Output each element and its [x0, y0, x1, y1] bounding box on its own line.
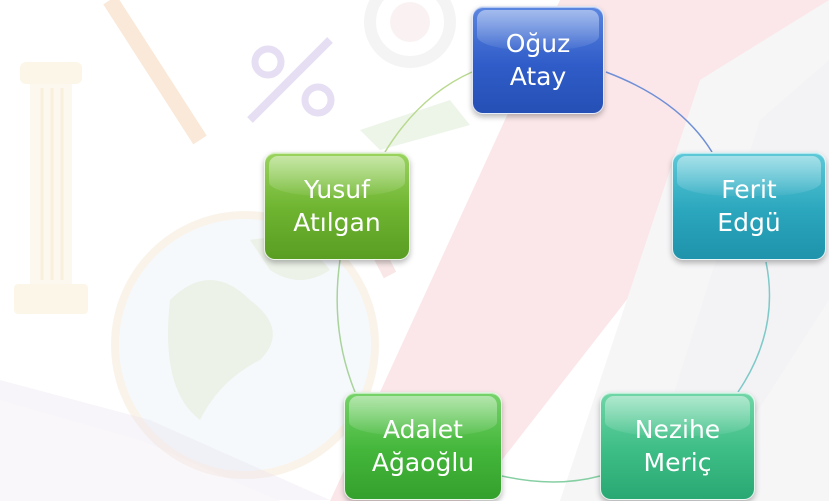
- percent-icon: [247, 37, 335, 123]
- node-label-line1: Ferit: [721, 175, 777, 204]
- node-label-line2: Meriç: [643, 448, 712, 477]
- node-label-line2: Ağaoğlu: [371, 448, 475, 477]
- node-label-line1: Nezihe: [634, 415, 721, 444]
- cycle-ring: [336, 71, 771, 483]
- node-label-line1: Yusuf: [304, 175, 370, 204]
- node-nezihe-meric[interactable]: Nezihe Meriç: [600, 392, 755, 500]
- node-adalet-agaoglu[interactable]: Adalet Ağaoğlu: [344, 392, 502, 500]
- target-icon: [364, 0, 456, 68]
- book-icon: [0, 380, 330, 501]
- node-label-line2: Edgü: [717, 208, 781, 237]
- node-label-line1: Adalet: [383, 415, 463, 444]
- node-ferit-edgu[interactable]: Ferit Edgü: [672, 152, 826, 260]
- globe-icon: [111, 211, 379, 479]
- node-oguz-atay[interactable]: Oğuz Atay: [472, 6, 604, 114]
- column-icon: [14, 62, 88, 314]
- node-label-line2: Atay: [509, 62, 567, 91]
- node-yusuf-atilgan[interactable]: Yusuf Atılgan: [264, 152, 410, 260]
- leaf-shape: [360, 100, 470, 150]
- node-label-line1: Oğuz: [505, 29, 571, 58]
- node-label-line2: Atılgan: [293, 208, 381, 237]
